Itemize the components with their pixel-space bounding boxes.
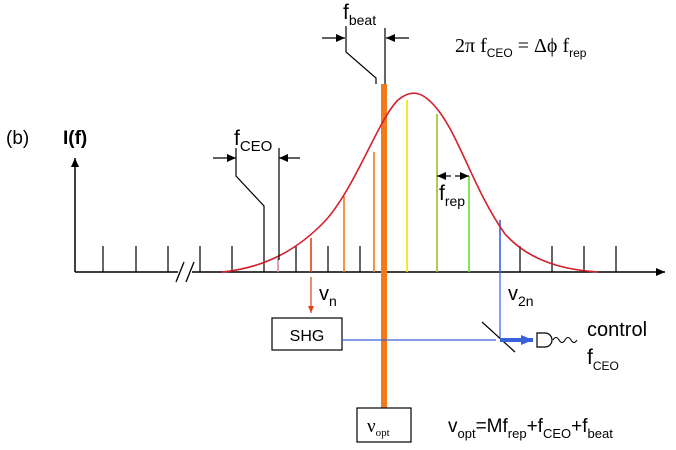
axis-break-mark-2 [185,261,195,283]
f-beat-marker [322,26,409,84]
y-axis-label: I(f) [63,128,87,149]
beam-splitter [481,321,516,353]
f-ceo-label: fCEO [234,127,272,155]
f-ceo-marker [213,148,300,260]
control-label: control [587,319,647,341]
signal-wave-icon [552,336,578,344]
v-2n-label: v2n [508,283,534,309]
shg-label: SHG [290,328,325,345]
v-n-label: vn [319,283,337,309]
top-formula: 2π fCEO = Δϕ frep [455,35,587,60]
v-opt-box [356,407,412,443]
control-fceo-label: fCEO [587,346,619,373]
gaussian-envelope [221,92,599,273]
axes [71,158,665,283]
shg-box [271,317,343,351]
comb-teeth [102,246,617,272]
laser-line [381,84,387,408]
bottom-formula: vopt=Mfrep+fCEO+fbeat [448,416,613,441]
colored-comb-lines [277,100,501,272]
f-rep-label: frep [439,182,465,209]
f-beat-label: fbeat [343,1,376,28]
panel-label: (b) [6,128,29,149]
axis-break-mark-1 [175,261,185,283]
photodetector-icon [536,332,553,348]
v-opt-box-label: νopt [367,416,390,439]
